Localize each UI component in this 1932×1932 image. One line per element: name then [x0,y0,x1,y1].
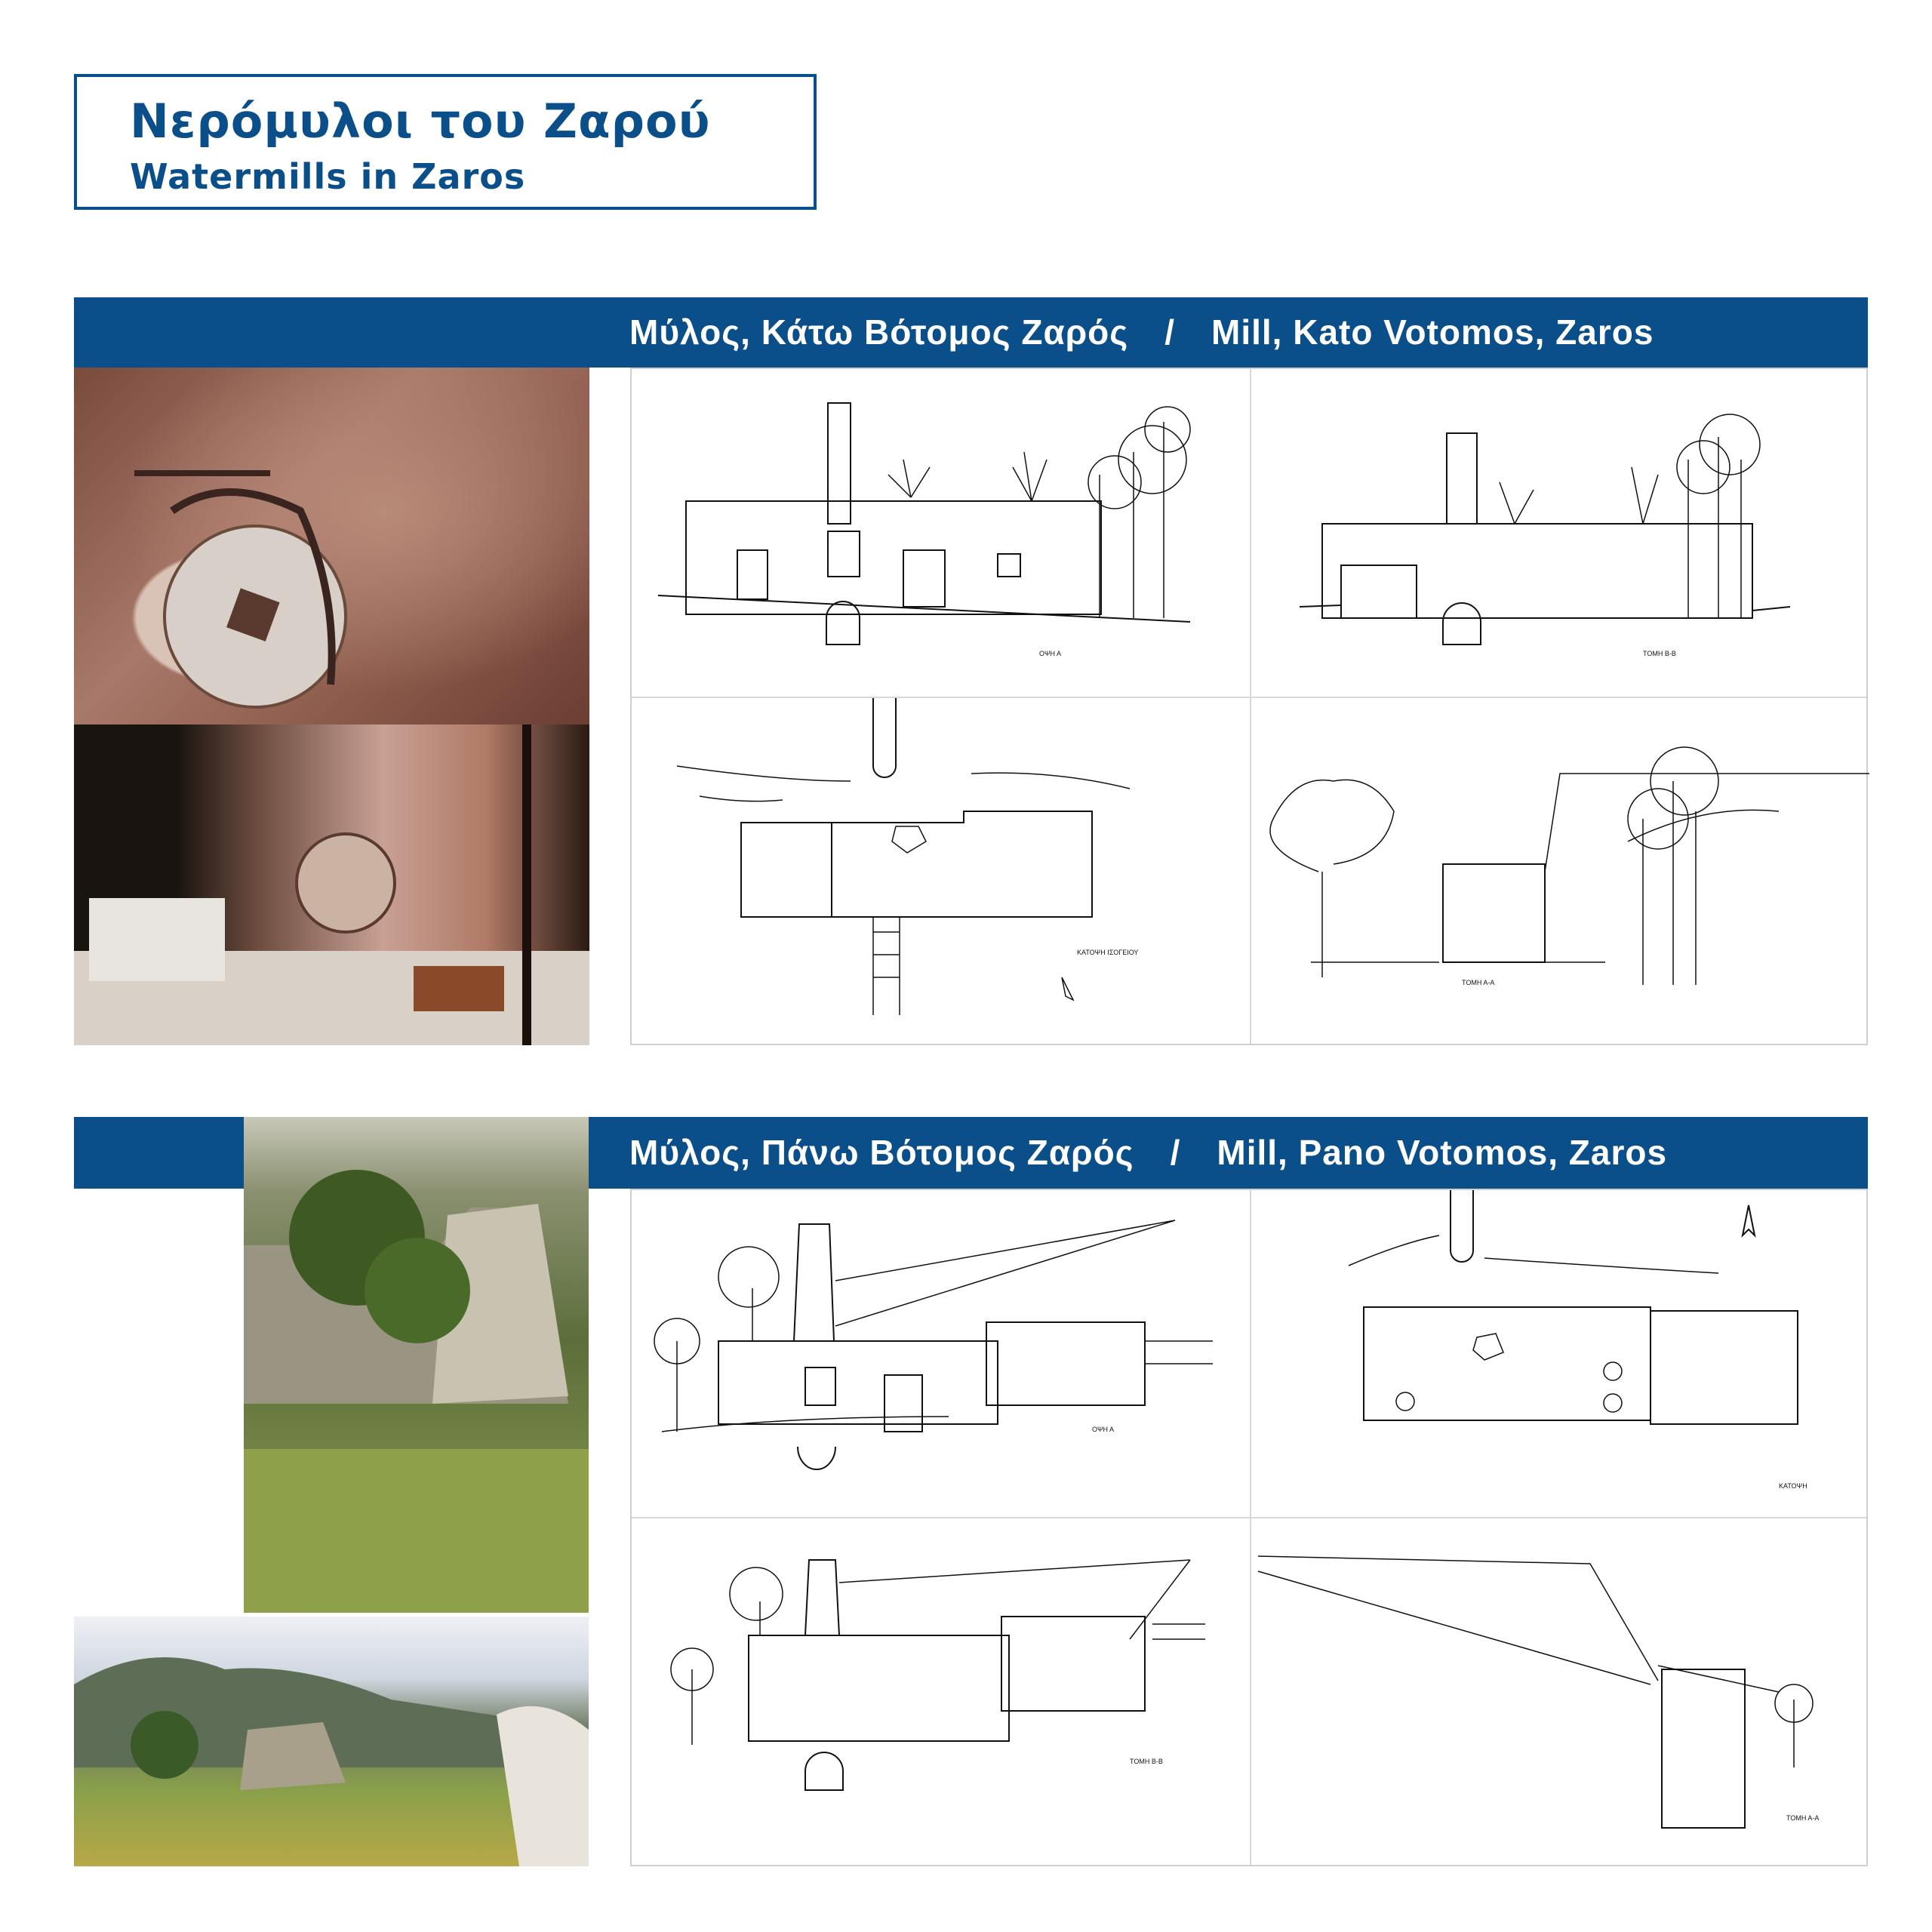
section-2-title-greek: Μύλος, Πάνω Βότομος Ζαρός [629,1133,1134,1173]
section-1-title-english: Mill, Kato Votomos, Zaros [1211,312,1654,352]
section-2-drawings-panel: ΟΨΗ Α ΚΑΤΟΨΗ ΤΟΜΗ Β-Β [630,1189,1868,1866]
page-title-english: Watermills in Zaros [130,156,526,197]
section-2-title-english: Mill, Pano Votomos, Zaros [1217,1133,1668,1173]
drawing-section-a-a: ΤΟΜΗ Α-Α [1251,698,1869,1047]
section-1-separator: / [1164,312,1175,352]
section-2-separator: / [1170,1133,1181,1173]
drawing-facade-a-2: ΟΨΗ Α [632,1190,1250,1517]
photo-mill-interior-millstone [74,368,589,724]
photo-mill-landscape-goat [74,1617,589,1866]
drawing-floor-plan-2: ΚΑΤΟΨΗ [1251,1190,1869,1517]
drawing-label: ΟΨΗ Α [1092,1426,1114,1433]
page-title-greek: Νερόμυλοι του Ζαρού [130,94,711,149]
photo-mill-tower-ruins [244,1117,589,1613]
section-1-title-greek: Μύλος, Κάτω Βότομος Ζαρός [629,312,1129,352]
drawing-label: ΤΟΜΗ Β-Β [1643,650,1676,657]
drawing-label: ΟΨΗ Α [1039,650,1061,657]
drawing-label: ΤΟΜΗ Α-Α [1462,979,1494,986]
drawing-section-b-b: ΤΟΜΗ Β-Β [1251,369,1869,697]
drawing-facade-a: ΟΨΗ Α [632,369,1250,697]
title-box: Νερόμυλοι του Ζαρού Watermills in Zaros [74,74,817,210]
drawing-ground-floor-plan: ΚΑΤΟΨΗ ΙΣΟΓΕΙΟΥ [632,698,1250,1047]
photo-mill-interior-room [74,724,589,1045]
section-1-drawings-panel: ΟΨΗ Α ΤΟΜΗ Β-Β ΚΑΤΟΨΗ ΙΣΟΓΕΙΟΥ [630,368,1869,1047]
drawing-label: ΚΑΤΟΨΗ ΙΣΟΓΕΙΟΥ [1077,949,1138,956]
drawing-section-b-b-2: ΤΟΜΗ Β-Β [632,1518,1250,1868]
section-1-header: Μύλος, Κάτω Βότομος Ζαρός / Mill, Kato V… [74,297,1868,368]
drawing-label: ΤΟΜΗ Β-Β [1130,1758,1163,1765]
drawing-label: ΚΑΤΟΨΗ [1779,1482,1807,1490]
drawing-label: ΤΟΜΗ Α-Α [1786,1814,1819,1822]
drawing-section-a-a-2: ΤΟΜΗ Α-Α [1251,1518,1869,1868]
